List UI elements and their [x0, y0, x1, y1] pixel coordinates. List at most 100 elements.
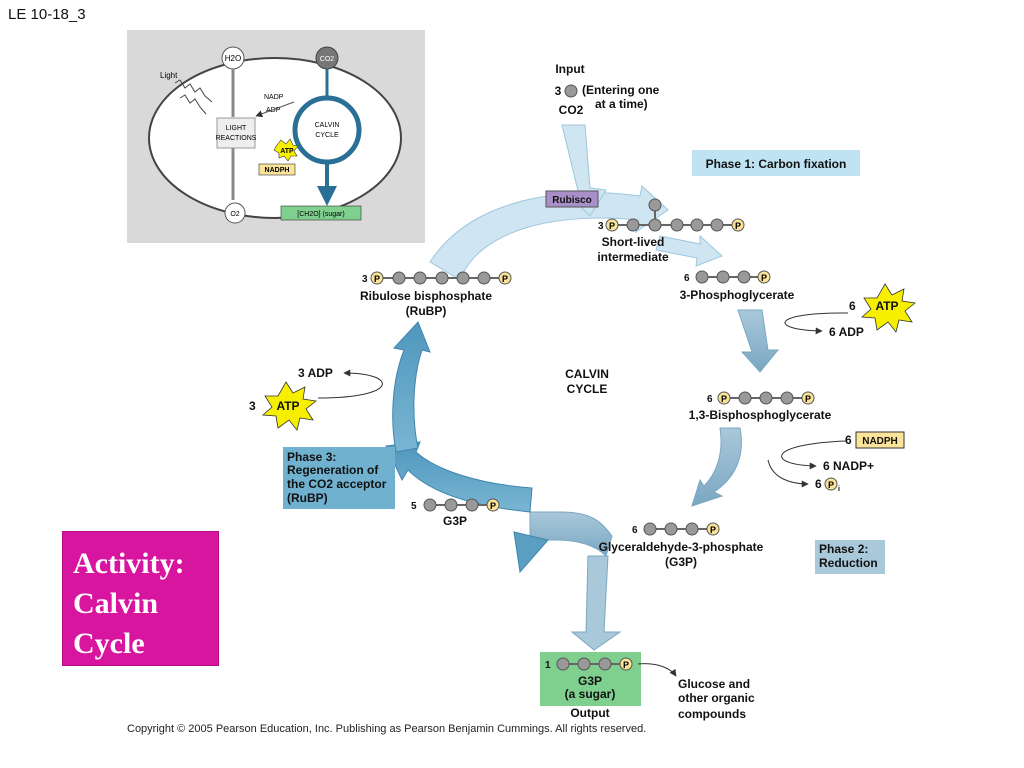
- g3p-six-molecule: 6 P: [632, 522, 720, 536]
- arrow-bpg-to-g3p: [691, 427, 742, 507]
- copyright-notice: Copyright © 2005 Pearson Education, Inc.…: [127, 723, 647, 735]
- nadph-count: 6: [845, 433, 852, 447]
- g3p-five-molecule: 5 P: [411, 498, 500, 512]
- atp-burst-left-icon: [262, 381, 317, 431]
- phase1-label: Phase 1: Carbon fixation: [706, 157, 847, 171]
- phase3-box: [283, 447, 395, 509]
- glucose-line-1: Glucose and: [678, 677, 750, 691]
- co2-molecule-icon: [564, 84, 578, 98]
- bpg-count: 6: [707, 394, 713, 405]
- arrow-regeneration: [392, 321, 431, 453]
- rubp-count: 3: [362, 274, 368, 285]
- atp-left-count: 3: [249, 399, 256, 413]
- glucose-line-2: other organic: [678, 691, 755, 705]
- inset-nadph-box: [258, 163, 296, 176]
- output-label-2: (a sugar): [565, 687, 616, 701]
- arrow-head-bottom: [513, 531, 549, 574]
- input-title: Input: [555, 62, 584, 76]
- o2-circle: [224, 202, 246, 224]
- inset-atp-icon: [273, 138, 299, 162]
- p-phosphate: P: [623, 660, 629, 670]
- atp-right-count: 6: [849, 299, 856, 313]
- atp-right-label: ATP: [875, 299, 898, 313]
- phase2-box: [815, 540, 885, 574]
- inset-calvin: CALVIN: [315, 122, 340, 129]
- inset-nadp: NADP: [264, 94, 284, 101]
- short-lived-count: 3: [598, 221, 604, 232]
- slide-title: LE 10-18_3: [8, 6, 86, 23]
- activity-line-1: Activity:: [73, 547, 185, 580]
- calvin-mini-ring: [292, 95, 362, 165]
- phase3-line-3: the CO2 acceptor: [287, 477, 387, 491]
- inset-sugar-box: [280, 205, 362, 221]
- inset-atp: ATP: [280, 148, 294, 155]
- short-lived-molecule: 3 P P: [598, 198, 745, 232]
- pi-sub: i: [838, 486, 840, 493]
- p-phosphate: P: [735, 221, 741, 231]
- arrow-to-pga: [655, 234, 723, 267]
- rubp-molecule: 3 P P: [362, 271, 512, 285]
- p-phosphate: P: [805, 394, 811, 404]
- g3p-six-label-2: (G3P): [665, 555, 697, 569]
- inset-light: Light: [160, 71, 178, 80]
- rubp-label-2: (RuBP): [406, 304, 447, 318]
- nadph-label: NADPH: [862, 436, 898, 447]
- phase2-label-1: Phase 2:: [819, 542, 868, 556]
- glucose-line-3: compounds: [678, 707, 746, 721]
- bpg-molecule: 6 P P: [707, 391, 815, 405]
- inset-co2: CO2: [320, 56, 335, 63]
- phase2-label-2: Reduction: [819, 556, 878, 570]
- g3p-six-label-1: Glyceraldehyde-3-phosphate: [599, 540, 764, 554]
- g3p-output-molecule: 1 P: [545, 657, 633, 671]
- phase3-line-1: Phase 3:: [287, 450, 336, 464]
- output-count: 1: [545, 660, 551, 671]
- phase3-line-4: (RuBP): [287, 491, 328, 505]
- inset-sugar: [CH2O] (sugar): [297, 211, 344, 218]
- rubp-label-1: Ribulose bisphosphate: [360, 289, 492, 303]
- atp-left-adp: 3 ADP: [298, 366, 333, 380]
- g3p-five-count: 5: [411, 501, 417, 512]
- bpg-label: 1,3-Bisphosphoglycerate: [689, 408, 832, 422]
- rubisco-label: Rubisco: [552, 195, 591, 206]
- atp-left-label: ATP: [276, 399, 299, 413]
- output-arrow: [570, 555, 622, 651]
- chloroplast-inset: H2O CO2 Light LIGHT REACTIONS O2 CALVIN …: [127, 30, 425, 243]
- cycle-arrow-top: [429, 185, 669, 281]
- pga-count: 6: [684, 273, 690, 284]
- p-phosphate: P: [490, 501, 496, 511]
- p-phosphate: P: [710, 525, 716, 535]
- p-phosphate: P: [721, 394, 727, 404]
- inset-adp: ADP: [266, 107, 281, 114]
- phase3-line-2: Regeneration of: [287, 463, 379, 477]
- rubisco-box: [545, 190, 599, 208]
- p-phosphate: P: [374, 274, 380, 284]
- inset-light-reactions: LIGHT: [226, 125, 247, 132]
- output-label-1: G3P: [578, 674, 602, 688]
- short-lived-label-1: Short-lived: [602, 235, 665, 249]
- atp-right-adp: 6 ADP: [829, 325, 864, 339]
- output-label-3: Output: [570, 706, 609, 720]
- nadp-plus: 6 NADP+: [823, 459, 874, 473]
- input-co2: CO2: [559, 103, 584, 117]
- atp-burst-icon: [861, 283, 916, 333]
- p-phosphate: P: [609, 221, 615, 231]
- nadph-box: [855, 431, 905, 449]
- g3p-five-label: G3P: [443, 514, 467, 528]
- p-phosphate: P: [502, 274, 508, 284]
- activity-line-3: Cycle: [73, 627, 145, 660]
- p-phosphate: P: [761, 273, 767, 283]
- center-calvin: CALVIN: [565, 367, 609, 381]
- inset-cycle: CYCLE: [315, 132, 339, 139]
- input-count: 3: [555, 84, 562, 98]
- inset-h2o: H2O: [225, 54, 241, 63]
- light-reactions-box: [216, 117, 256, 149]
- arrow-pga-to-bpg: [737, 309, 780, 373]
- inset-nadph: NADPH: [265, 167, 290, 174]
- g3p-six-count: 6: [632, 525, 638, 536]
- pga-label: 3-Phosphoglycerate: [680, 288, 795, 302]
- activity-box[interactable]: Activity: Calvin Cycle: [62, 531, 219, 666]
- pga-molecule: 6 P: [684, 270, 771, 284]
- pi-p: P: [828, 480, 834, 490]
- arrow-to-g3p-left: [385, 441, 533, 513]
